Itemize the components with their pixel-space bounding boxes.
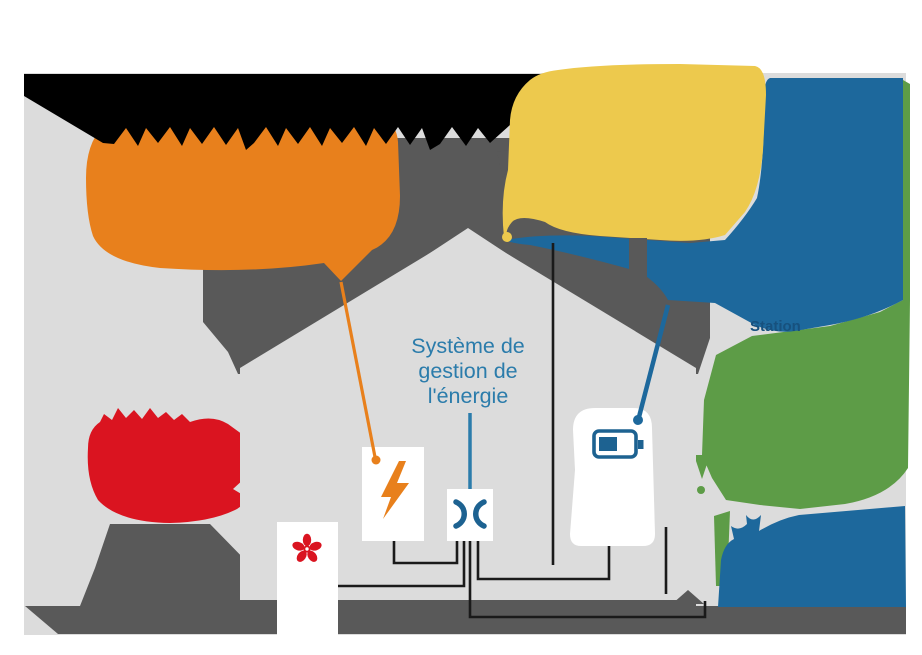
ground-bump [672,590,704,604]
flow-x-icon [453,499,487,529]
yellow-pointer-dot [502,232,512,242]
blue-pointer-dot [633,415,643,425]
label-line-3: l'énergie [428,384,509,408]
blue-pointer-line [636,304,671,418]
orange-pointer-dot [371,455,381,465]
bubble-blue [506,78,903,332]
wire-inverter-hub [392,541,459,565]
bubble-red [87,408,257,523]
label-line-1: Système de [411,334,525,358]
chimney [629,238,647,300]
bubble-green-tail [694,455,710,479]
pedestal [80,524,272,606]
title-banner [24,74,553,150]
wire-fan-hub [338,541,466,588]
banner-fragment-triangle [497,150,512,178]
wire-hub-export [468,541,707,619]
storage-unit-box [570,408,655,546]
bubble-yellow [502,64,766,241]
bubble-green [702,80,910,509]
label-line-2: gestion de [418,359,517,383]
battery-icon [592,429,644,459]
fan-icon [292,533,322,562]
remnant-text-station: Station [750,318,801,335]
wire-hub-battery [476,541,611,581]
green-pointer-dot [697,486,705,494]
energy-management-label: Système de gestion de l'énergie [411,334,525,408]
bubble-orange [86,113,400,281]
ground [25,606,906,634]
bubble-blue-bottom [718,506,906,607]
ground-gap [277,606,338,635]
hub-box [447,489,493,541]
lightning-bolt-icon [381,461,409,519]
orange-pointer-line [339,281,377,458]
